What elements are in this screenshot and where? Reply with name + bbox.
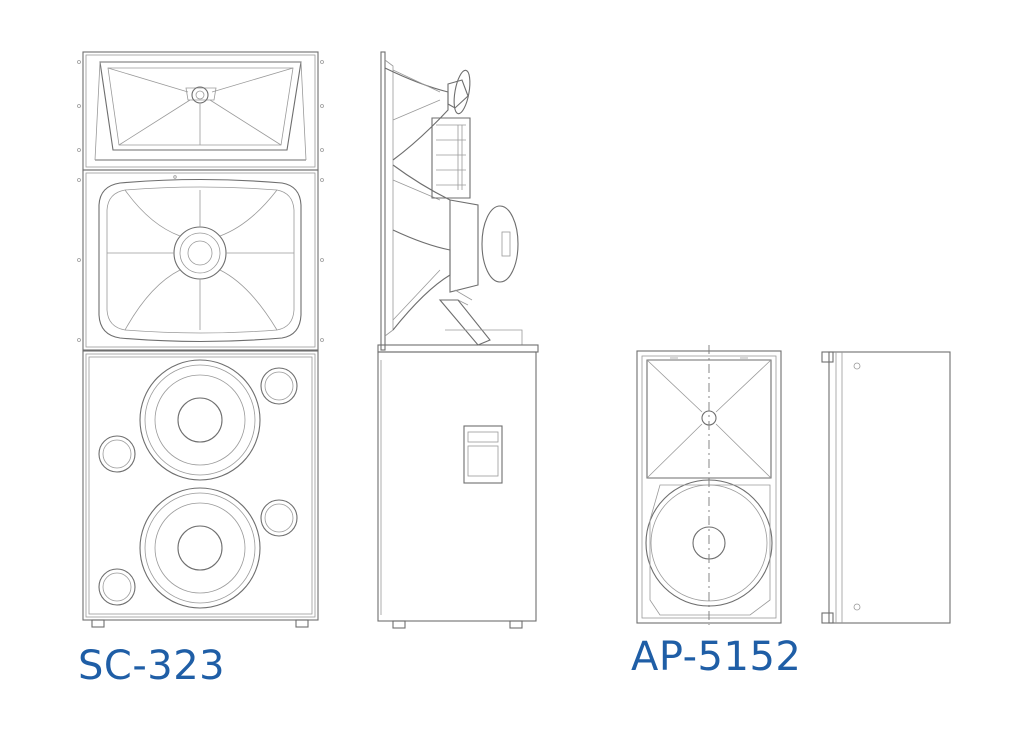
ap-5152-front-view: [636, 345, 782, 625]
sc-323-sub-cabinet: [82, 350, 319, 628]
ap-5152-side-view: [821, 351, 951, 624]
sc-323-hf-horn: [77, 51, 324, 171]
sc-323-side-view: [377, 51, 539, 629]
model-label-ap-5152: AP-5152: [631, 634, 802, 680]
sc-323-mf-horn: [77, 169, 324, 351]
sc-323-front-view: [77, 51, 324, 628]
model-label-sc-323: SC-323: [78, 643, 226, 689]
